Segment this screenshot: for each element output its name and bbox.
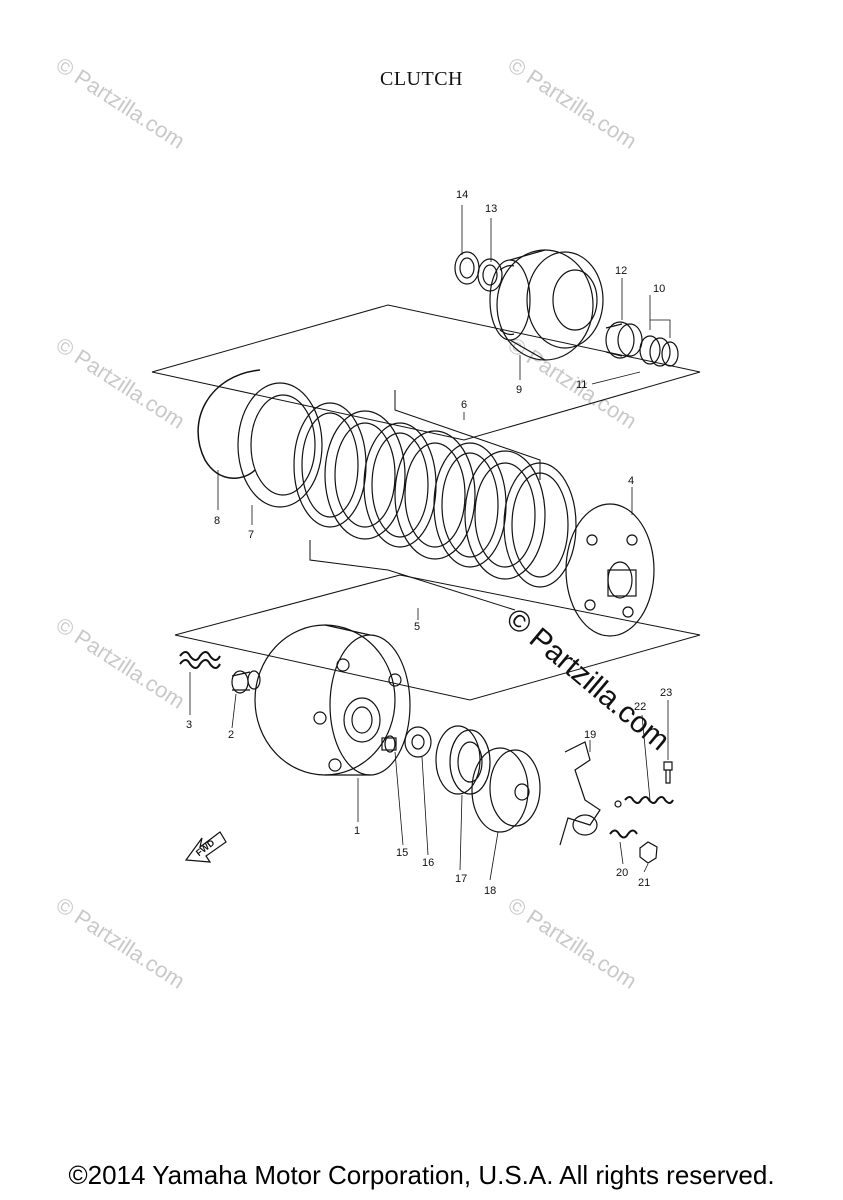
callout-15: 15 <box>396 847 408 859</box>
callout-2: 2 <box>228 729 234 741</box>
callout-7: 7 <box>248 529 254 541</box>
part-6-friction-plates <box>293 402 577 588</box>
callout-22: 22 <box>634 701 646 713</box>
callout-23: 23 <box>660 687 672 699</box>
part-3-spring <box>179 651 221 669</box>
callout-3: 3 <box>186 719 192 731</box>
callout-13: 13 <box>485 203 497 215</box>
part-7-pressure-plate <box>237 382 323 508</box>
fwd-arrow-icon <box>184 831 227 863</box>
callout-20: 20 <box>616 867 628 879</box>
part-20-spring <box>609 829 638 839</box>
callout-16: 16 <box>422 857 434 869</box>
part-12-needle-bearing <box>605 321 643 359</box>
callout-5: 5 <box>414 621 420 633</box>
fwd-label: FWD <box>194 837 217 858</box>
part-5-clutch-plates <box>324 410 546 580</box>
part-22-return-spring <box>614 796 674 808</box>
part-16-nut <box>404 726 432 758</box>
part-9-primary-driven-gear <box>489 249 604 361</box>
group-outline-upper <box>151 304 701 441</box>
callout-4: 4 <box>628 475 634 487</box>
part-18-pressure-cover <box>471 747 541 833</box>
callout-12: 12 <box>615 265 627 277</box>
callout-19: 19 <box>584 729 596 741</box>
callout-8: 8 <box>214 515 220 527</box>
part-1-clutch-housing <box>254 624 411 776</box>
part-14-washer <box>454 251 480 285</box>
part-10-11-spacer-washer <box>639 335 679 367</box>
callout-18: 18 <box>484 885 496 897</box>
part-13-thrust-washer <box>477 258 503 292</box>
callout-9: 9 <box>516 384 522 396</box>
diagram-title: CLUTCH <box>380 68 463 90</box>
part-23-screw <box>663 761 673 784</box>
part-2-collar <box>231 670 261 694</box>
callout-21: 21 <box>638 877 650 889</box>
part-17-bearing <box>435 725 491 795</box>
leader-lines <box>189 205 671 881</box>
callout-6: 6 <box>461 399 467 411</box>
callout-10: 10 <box>653 283 665 295</box>
callout-11: 11 <box>576 379 587 391</box>
part-21-nut <box>639 841 658 864</box>
group-outline-lower <box>174 574 701 701</box>
callout-14: 14 <box>456 189 468 201</box>
part-15-collar <box>381 735 397 753</box>
part-8-circlip <box>197 369 261 479</box>
callout-1: 1 <box>354 825 360 837</box>
callout-labels: 14 13 12 10 11 9 6 4 8 7 5 3 2 1 15 16 1… <box>186 189 672 897</box>
part-4-clutch-boss <box>565 503 655 637</box>
callout-17: 17 <box>455 873 467 885</box>
copyright-notice: ©2014 Yamaha Motor Corporation, U.S.A. A… <box>68 1160 775 1190</box>
part-19-push-lever <box>559 741 601 846</box>
